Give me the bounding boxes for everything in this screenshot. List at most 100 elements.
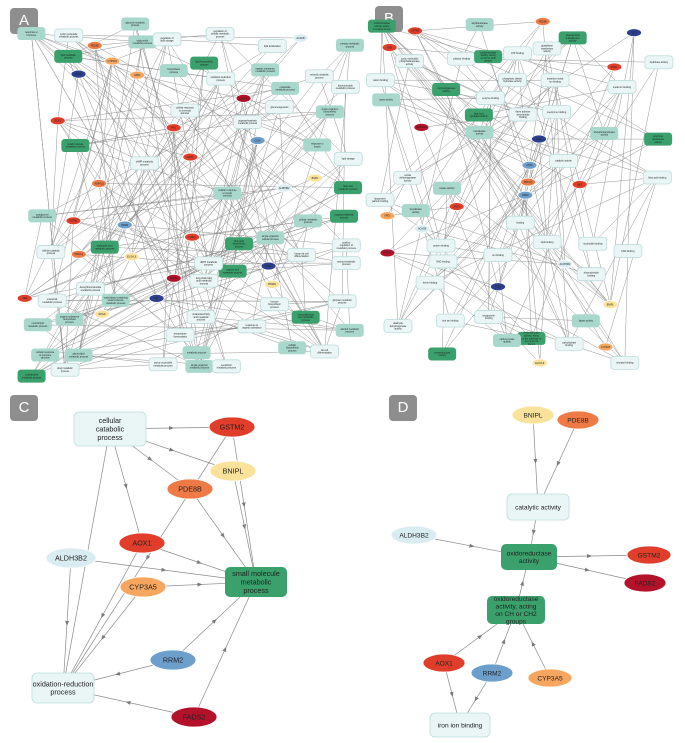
panel-b-node-hk2[interactable]: HK2 <box>571 180 588 189</box>
panel-a-node-rpgr[interactable]: RPGR <box>94 309 110 319</box>
panel-a-node-gluconeogenesis[interactable]: gluconeogenesis <box>265 100 294 114</box>
panel-d-node-pde8b[interactable]: PDE8B <box>556 410 600 430</box>
panel-b-node-metal-ion-binding[interactable]: metal ion binding <box>607 80 637 94</box>
panel-b-node-scd[interactable]: SCD <box>531 134 547 144</box>
panel-b-node-hydrolase-activity[interactable]: hydrolase activity <box>644 55 674 70</box>
panel-a-node-elovl6[interactable]: ELOVL6 <box>123 252 140 262</box>
panel-a-node-rrm2[interactable]: RRM2 <box>116 220 133 230</box>
panel-b-node-fad-binding[interactable]: FAD binding <box>613 244 643 258</box>
panel-b-node-binding[interactable]: binding <box>505 215 535 230</box>
panel-a-node-gstm2[interactable]: GSTM2 <box>65 216 82 226</box>
panel-c-node-pde8b[interactable]: PDE8B <box>166 478 214 500</box>
panel-c-node-fads2[interactable]: FADS2 <box>170 706 218 728</box>
panel-b-node-coenzyme-binding[interactable]: coenzyme binding <box>542 105 572 119</box>
panel-c-node-aldh3b2[interactable]: ALDH3B2 <box>45 547 97 569</box>
panel-b-node-gstm2[interactable]: GSTM2 <box>407 26 424 36</box>
panel-a-node-aldh3b2[interactable]: ALDH3B2 <box>276 183 293 193</box>
panel-a-node-sms[interactable]: SMS <box>16 293 33 303</box>
panel-b-node-aldh1a1[interactable]: ALDH1A1 <box>413 122 430 132</box>
panel-d-node-gstm2[interactable]: GSTM2 <box>626 545 672 565</box>
panel-b-node-catalytic-activity[interactable]: catalytic activity <box>549 153 578 168</box>
panel-b-node-rrm2[interactable]: RRM2 <box>517 190 534 200</box>
panel-d-node-catalytic-activity[interactable]: catalytic activity <box>506 493 570 521</box>
panel-b-node-atp-binding[interactable]: ATP binding <box>503 46 532 61</box>
panel-d-node-rrm2[interactable]: RRM2 <box>470 663 514 683</box>
panel-b-node-enzyme-binding[interactable]: enzyme binding <box>476 91 505 105</box>
panel-d-node-aox1[interactable]: AOX1 <box>422 653 466 673</box>
panel-b-node-sms[interactable]: SMS <box>381 43 398 52</box>
panel-a-node-metabolic-process[interactable]: metabolic process <box>182 346 211 360</box>
panel-d-node-cyp3a5[interactable]: CYP3A5 <box>527 668 573 688</box>
panel-b-node-fasn[interactable]: FASN <box>490 282 506 292</box>
panel-b-node-ligase-activity[interactable]: ligase activity <box>571 314 600 328</box>
panel-a-node-lpl[interactable]: LPL <box>148 294 165 303</box>
panel-a-node-pck1[interactable]: PCK1 <box>49 116 66 126</box>
panel-a-node-fasn[interactable]: FASN <box>70 69 87 79</box>
panel-a-node-cd36[interactable]: CD36 <box>249 136 266 145</box>
panel-c-node-rrm2[interactable]: RRM2 <box>149 649 197 671</box>
panel-a-node-aox1[interactable]: AOX1 <box>182 152 199 162</box>
panel-b-node-lpl[interactable]: LPL <box>626 28 642 38</box>
panel-b-node-lyase-activity[interactable]: lyase activity <box>372 93 401 107</box>
panel-b-node-pde8b[interactable]: PDE8B <box>534 17 551 26</box>
panel-c-node-bnipl[interactable]: BNIPL <box>209 460 257 482</box>
panel-b-node-cd36[interactable]: CD36 <box>521 160 538 170</box>
panel-a-node-cyp3a5[interactable]: CYP3A5 <box>104 56 121 66</box>
panel-b-node-cation-binding[interactable]: cation binding <box>366 73 395 88</box>
panel-c-node-cyp3a5[interactable]: CYP3A5 <box>119 576 167 598</box>
panel-a-node-prkcq[interactable]: PRKCQ <box>70 249 87 259</box>
panel-a-node-fads2[interactable]: FADS2 <box>165 273 182 283</box>
